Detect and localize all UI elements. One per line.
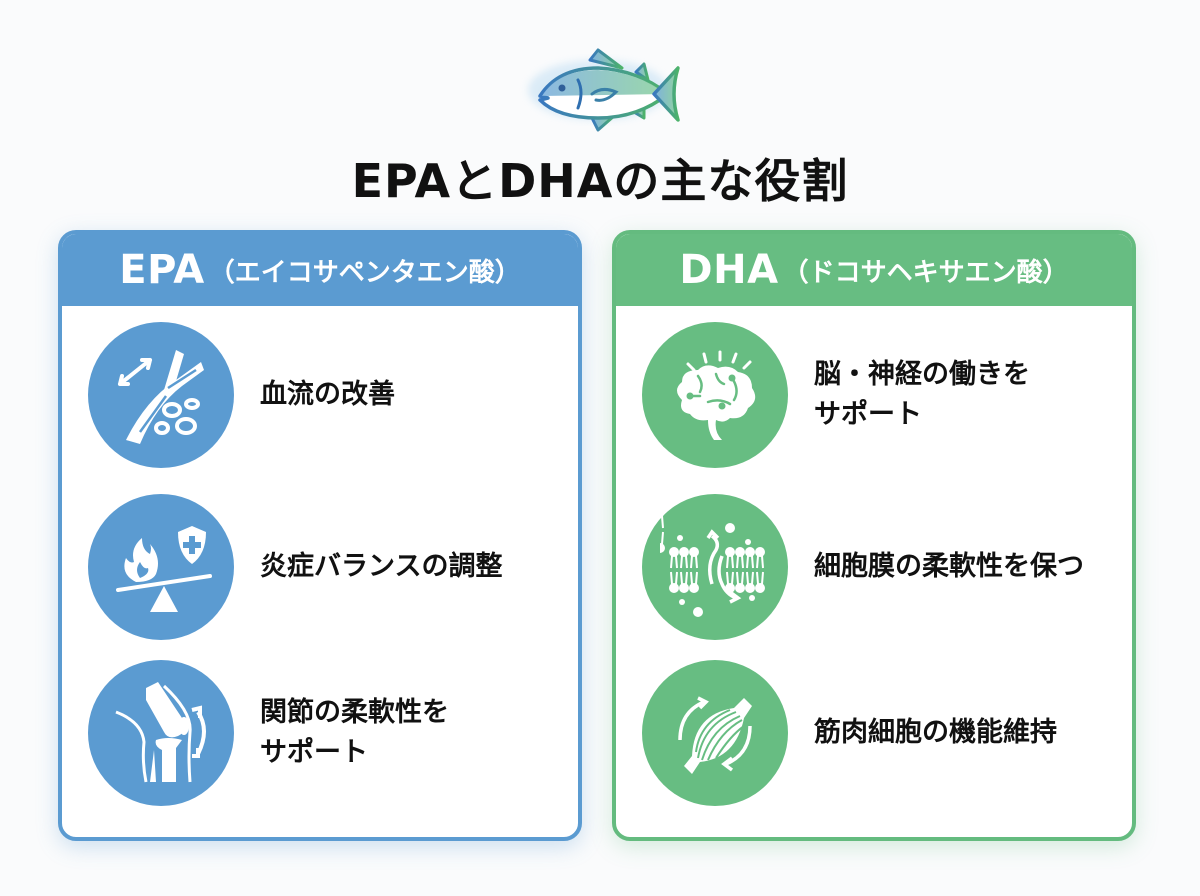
dha-item-label: 筋肉細胞の機能維持 xyxy=(814,717,1057,748)
inflammation-balance-icon xyxy=(88,494,234,640)
dha-abbr: DHA xyxy=(679,247,779,293)
dha-full-name: （ドコサヘキサエン酸） xyxy=(782,257,1069,288)
epa-item-inflammation: 炎症バランスの調整 xyxy=(88,492,568,642)
dha-card: DHA （ドコサヘキサエン酸） 脳・神経の働きを サポート xyxy=(612,230,1136,841)
dha-item-brain: 脳・神経の働きを サポート xyxy=(642,320,1122,470)
dha-item-muscle: 筋肉細胞の機能維持 xyxy=(642,658,1122,808)
epa-abbr: EPA xyxy=(119,247,205,293)
page-title: EPAとDHAの主な役割 xyxy=(351,154,849,208)
dha-item-label: 細胞膜の柔軟性を保つ xyxy=(814,551,1084,582)
cell-membrane-icon xyxy=(642,494,788,640)
knee-joint-icon xyxy=(88,660,234,806)
epa-item-label: 関節の柔軟性を サポート xyxy=(260,697,449,768)
blood-vessel-flow-icon xyxy=(88,322,234,468)
dha-item-label: 脳・神経の働きを サポート xyxy=(814,359,1030,430)
epa-full-name: （エイコサペンタエン酸） xyxy=(208,257,521,288)
muscle-icon xyxy=(642,660,788,806)
dha-card-header: DHA （ドコサヘキサエン酸） xyxy=(616,234,1132,306)
epa-card: EPA （エイコサペンタエン酸） 血流の改善 xyxy=(58,230,582,841)
epa-card-header: EPA （エイコサペンタエン酸） xyxy=(62,234,578,306)
fish-icon xyxy=(518,38,682,134)
epa-item-joint: 関節の柔軟性を サポート xyxy=(88,658,568,808)
brain-icon xyxy=(642,322,788,468)
dha-item-membrane: 細胞膜の柔軟性を保つ xyxy=(642,492,1122,642)
epa-item-blood-flow: 血流の改善 xyxy=(88,320,568,470)
epa-item-label: 血流の改善 xyxy=(260,379,395,410)
epa-item-label: 炎症バランスの調整 xyxy=(260,551,503,582)
